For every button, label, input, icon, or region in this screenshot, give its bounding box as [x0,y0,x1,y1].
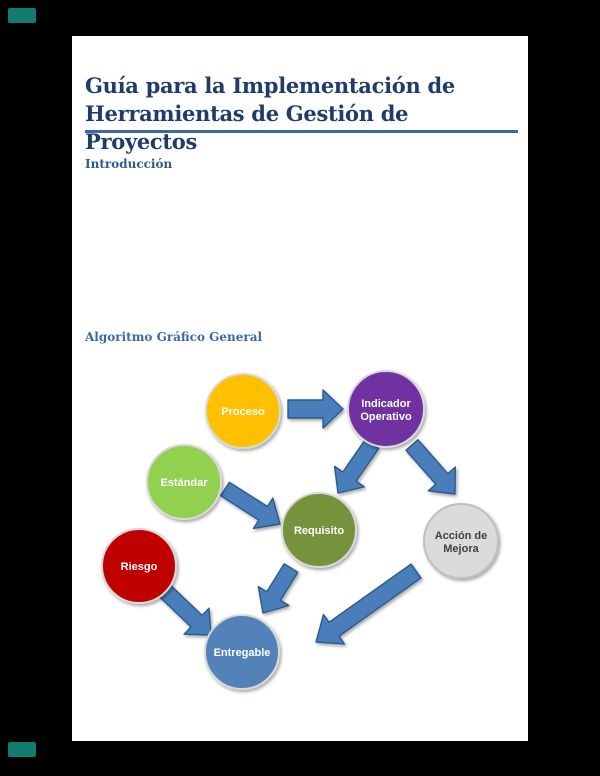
node-proceso [205,373,281,449]
arrow-indicador-to-accion [405,439,456,495]
node-entregable [204,614,280,690]
arrow-proceso-to-indicador [287,389,344,429]
node-requisito [281,492,357,568]
node-accion-de-mejora [423,503,499,579]
arrow-indicador-to-requisito [333,438,380,494]
document-title-line1: Guía para la Implementación de [85,73,455,98]
arrow-accion-to-entregable [315,563,422,645]
node-label-riesgo: Riesgo [121,561,158,573]
node-label-proceso: Proceso [221,406,265,418]
arrow-riesgo-to-entregable [157,583,212,636]
viewer-marker-bottom[interactable] [8,742,36,757]
document-title-line2: Herramientas de Gestión de Proyectos [85,101,409,154]
node-estandar [146,444,222,520]
arrow-estandar-to-requisito [219,481,281,530]
heading-algoritmo-grafico-general: Algoritmo Gráfico General [85,330,263,344]
node-label-estandar: Estándar [160,477,208,489]
document-page: Guía para la Implementación de Herramien… [72,36,528,741]
node-indicador-operativo [347,370,425,448]
viewer-marker-top[interactable] [8,8,36,23]
node-label-requisito: Requisito [294,525,344,537]
document-title: Guía para la Implementación de Herramien… [85,72,521,156]
node-label-entregable: Entregable [214,647,271,659]
title-underline-rule [85,130,518,133]
node-riesgo [101,528,177,604]
heading-introduccion: Introducción [85,157,173,171]
arrow-requisito-to-entregable [257,563,299,614]
